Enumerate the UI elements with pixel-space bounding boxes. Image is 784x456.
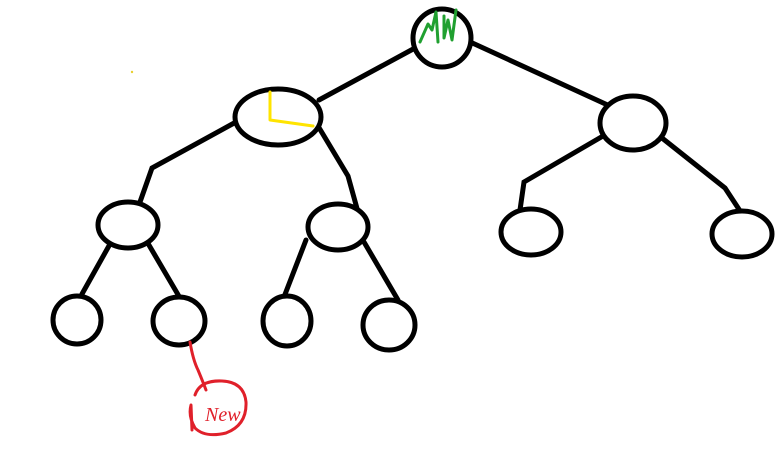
node-n7	[50, 293, 104, 347]
left-child-yellow-mark	[268, 90, 315, 128]
root-green-mark	[418, 8, 458, 44]
tree-edges	[79, 38, 749, 303]
edge-n2-n5	[517, 133, 606, 213]
node-n4	[305, 201, 371, 253]
yellow-dot	[130, 70, 134, 74]
node-n10	[360, 297, 418, 353]
node-n6	[709, 208, 775, 260]
node-n8	[150, 294, 208, 348]
new-node-label: New	[204, 404, 241, 426]
edge-n3-n7	[79, 241, 113, 297]
tree-nodes	[50, 6, 775, 353]
edge-root-n1	[316, 45, 418, 103]
node-n1	[232, 86, 324, 148]
node-n5	[498, 206, 564, 258]
edge-n3-n8	[143, 237, 183, 301]
edge-n4-n10	[361, 239, 401, 303]
edge-n1-n3	[137, 119, 239, 205]
edge-n4-n9	[281, 237, 309, 300]
edge-root-n2	[465, 38, 615, 110]
node-n3	[95, 199, 161, 251]
edge-n1-n4	[315, 123, 361, 215]
node-n9	[260, 293, 314, 349]
new-node: New	[188, 340, 248, 437]
node-n2	[597, 93, 669, 153]
new-node-circle	[188, 379, 248, 437]
edge-n2-n6	[659, 135, 749, 223]
